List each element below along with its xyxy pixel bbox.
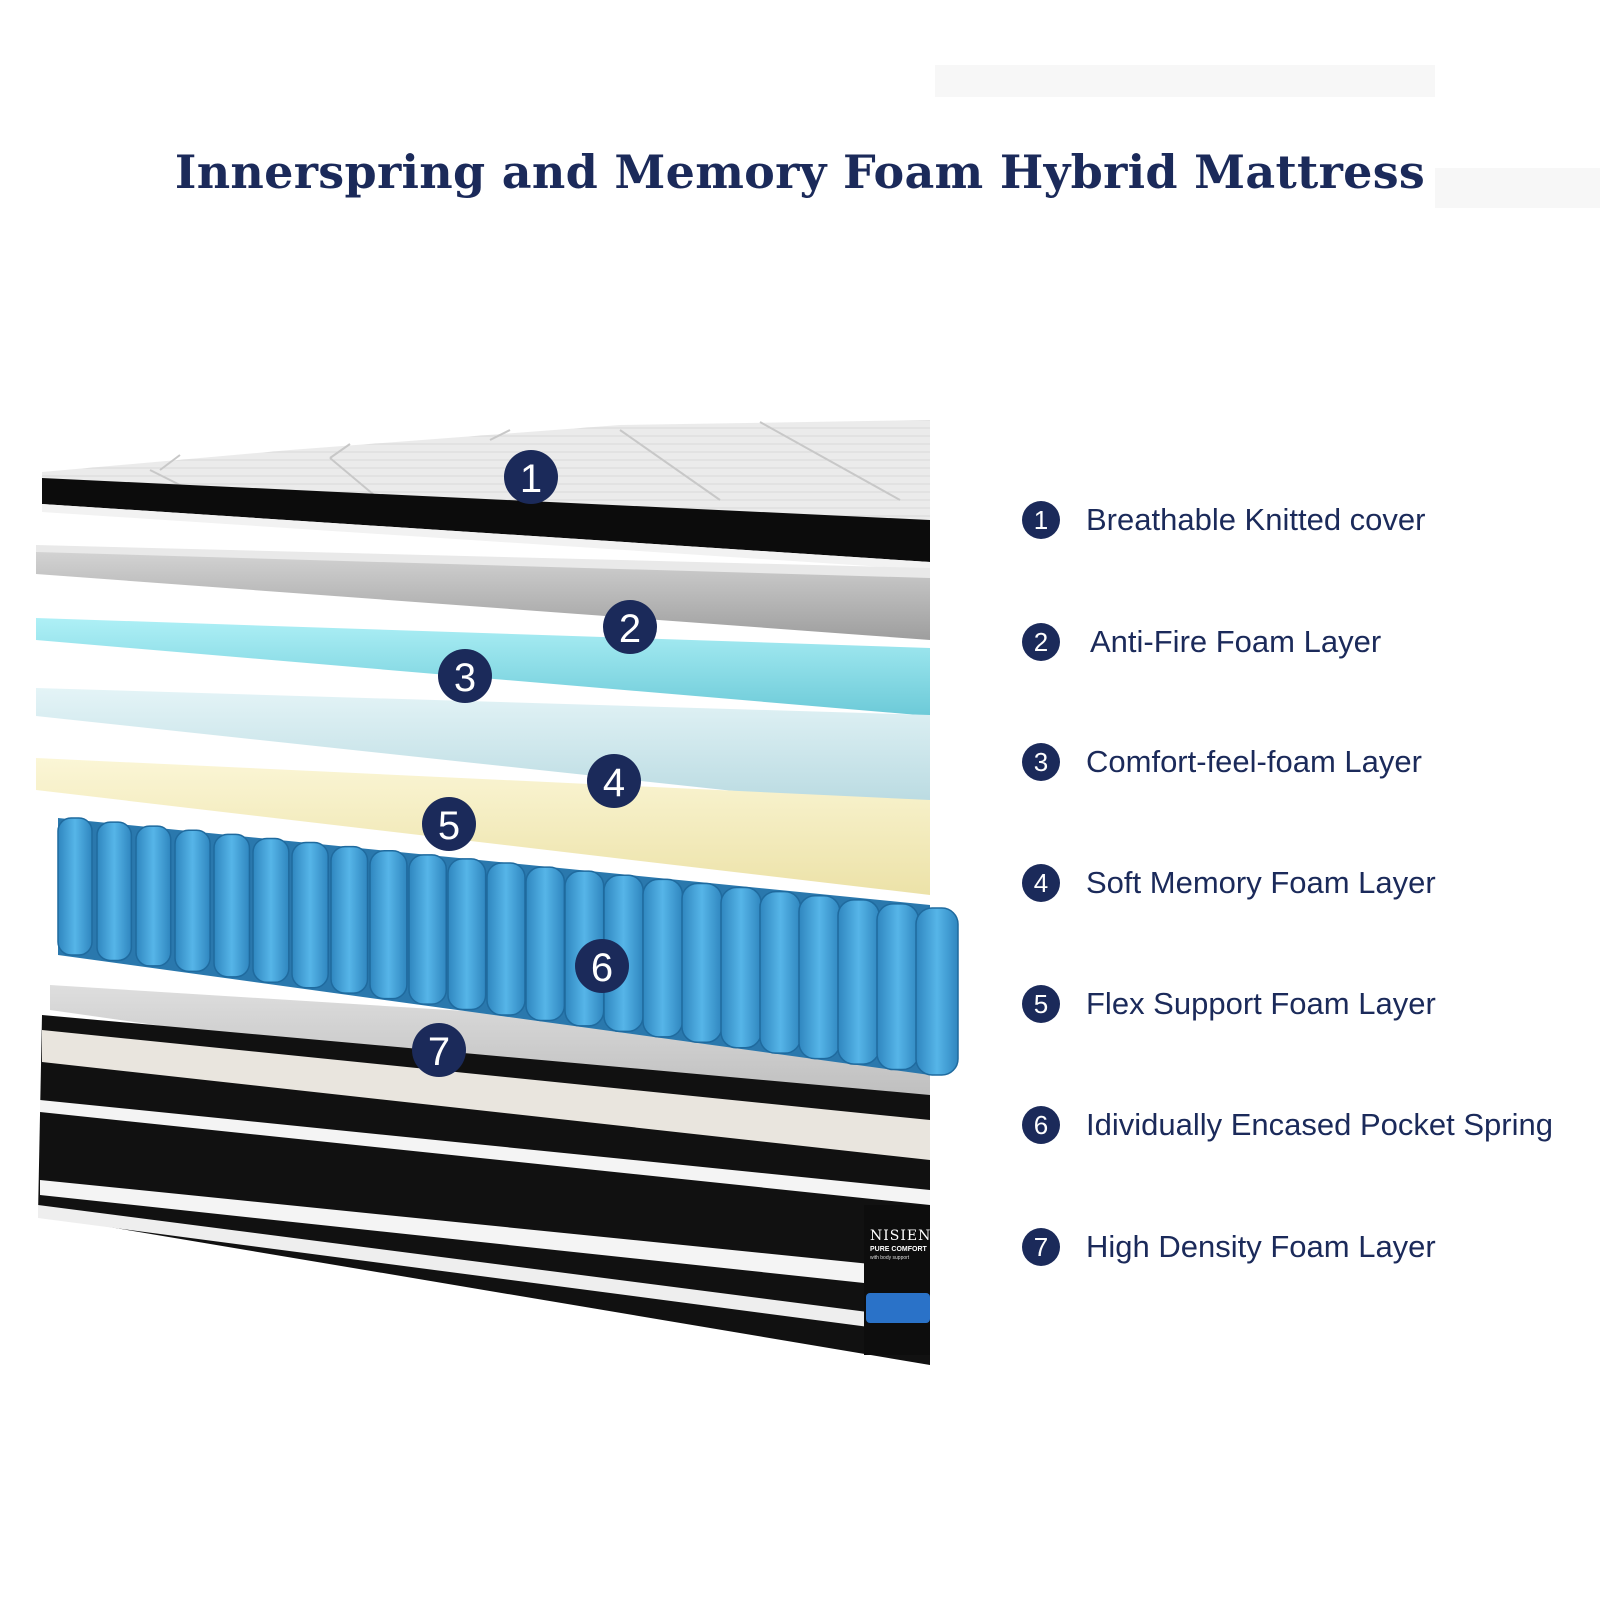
svg-text:2: 2 — [619, 607, 641, 651]
flex-foam-layer — [36, 758, 930, 895]
spring-coil — [447, 858, 487, 1011]
marker-2: 2 — [603, 600, 657, 654]
marker-7: 7 — [412, 1023, 466, 1077]
spring-coil — [486, 862, 526, 1016]
svg-text:4: 4 — [603, 761, 625, 805]
page-title: Innerspring and Memory Foam Hybrid Mattr… — [174, 145, 1426, 199]
anti-fire-foam-layer — [36, 545, 930, 640]
legend-number-badge: 7 — [1022, 1228, 1060, 1266]
legend-item-7: 7 High Density Foam Layer — [1022, 1227, 1436, 1267]
marker-4: 4 — [587, 754, 641, 808]
spring-coil — [369, 849, 408, 1000]
legend-label: High Density Foam Layer — [1086, 1229, 1436, 1264]
svg-text:5: 5 — [438, 804, 460, 848]
legend-label: Comfort-feel-foam Layer — [1086, 744, 1422, 779]
legend-item-2: 2 Anti-Fire Foam Layer — [1022, 622, 1381, 662]
legend-item-6: 6 Idividually Encased Pocket Spring — [1022, 1105, 1553, 1145]
legend-item-3: 3 Comfort-feel-foam Layer — [1022, 742, 1422, 782]
pocket-spring-layer — [57, 817, 959, 1076]
svg-text:3: 3 — [454, 656, 476, 700]
marker-6: 6 — [575, 939, 629, 993]
legend-label: Anti-Fire Foam Layer — [1090, 624, 1382, 659]
spring-coil — [57, 817, 93, 956]
legend-item-4: 4 Soft Memory Foam Layer — [1022, 863, 1436, 903]
spring-coil — [291, 841, 329, 989]
spring-coil — [252, 837, 290, 984]
brand-tagline: PURE COMFORT — [870, 1246, 927, 1253]
legend-label: Flex Support Foam Layer — [1086, 986, 1436, 1021]
spring-coil — [213, 833, 251, 978]
svg-text:6: 6 — [591, 946, 613, 990]
legend-item-5: 5 Flex Support Foam Layer — [1022, 984, 1436, 1024]
decorative-bar — [1435, 168, 1600, 208]
brand-name: NISIEN — [870, 1228, 932, 1244]
spring-coil — [915, 907, 959, 1076]
marker-5: 5 — [422, 797, 476, 851]
spring-coil — [96, 821, 133, 962]
legend-label: Idividually Encased Pocket Spring — [1086, 1107, 1553, 1142]
decorative-bar — [935, 65, 1435, 97]
legend-number-badge: 4 — [1022, 864, 1060, 902]
legend-number-badge: 5 — [1022, 985, 1060, 1023]
legend-number-badge: 2 — [1022, 623, 1060, 661]
legend-number-badge: 1 — [1022, 501, 1060, 539]
brand-label: NISIEN PURE COMFORT with body support — [870, 1228, 930, 1261]
svg-text:7: 7 — [428, 1030, 450, 1074]
spring-coil — [174, 829, 211, 973]
spring-coil — [135, 825, 172, 967]
legend-number-badge: 3 — [1022, 743, 1060, 781]
legend-number-badge: 6 — [1022, 1106, 1060, 1144]
spring-coil — [408, 854, 448, 1005]
spring-coil — [330, 845, 369, 994]
legend-item-1: 1 Breathable Knitted cover — [1022, 500, 1426, 540]
marker-3: 3 — [438, 649, 492, 703]
legend-label: Breathable Knitted cover — [1086, 502, 1426, 537]
svg-text:1: 1 — [520, 457, 542, 501]
memory-foam-layer — [36, 688, 930, 812]
knitted-cover-layer — [42, 420, 930, 570]
marker-1: 1 — [504, 450, 558, 504]
mattress-base — [38, 1015, 930, 1365]
legend-label: Soft Memory Foam Layer — [1086, 865, 1436, 900]
brand-sub: with body support — [870, 1255, 910, 1261]
